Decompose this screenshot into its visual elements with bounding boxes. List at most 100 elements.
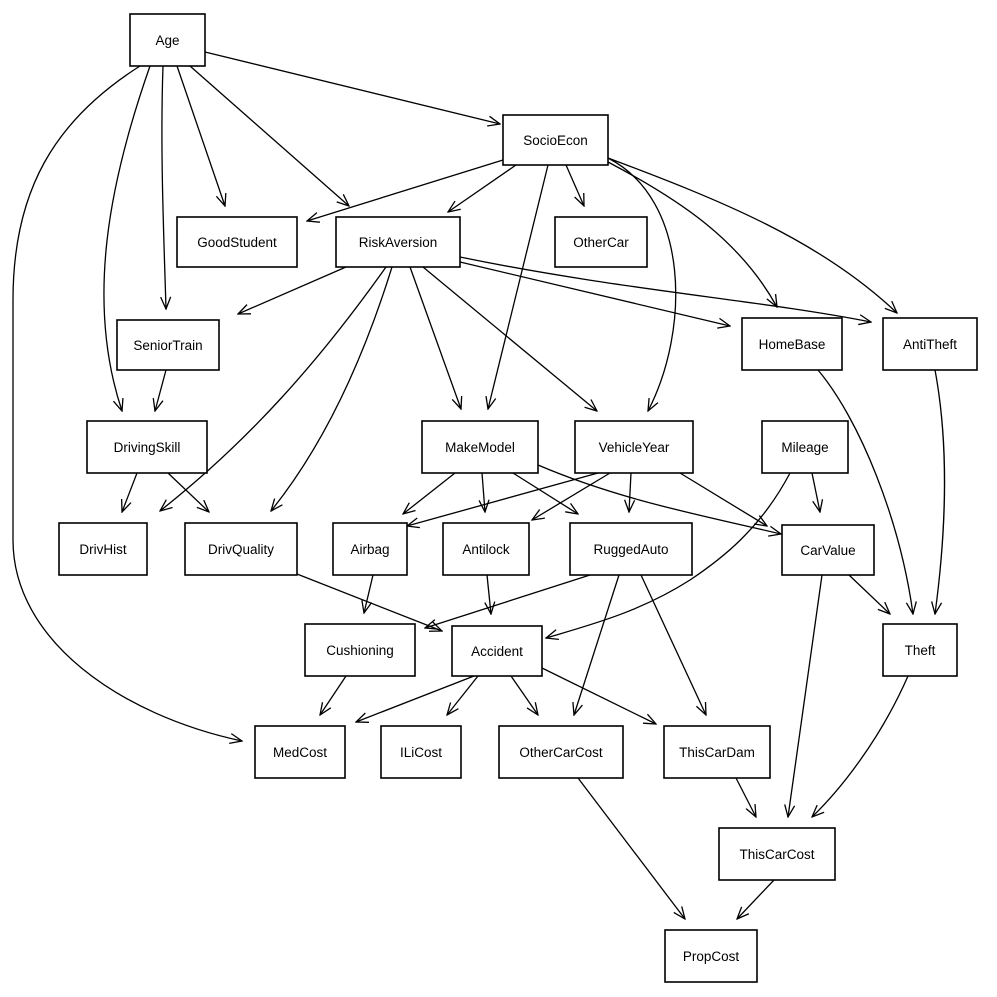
node-vehicleyear: VehicleYear [574, 420, 694, 474]
node-label: RiskAversion [359, 235, 438, 250]
node-label: Airbag [350, 542, 389, 557]
edge-age-to-medcost [12, 65, 242, 741]
edge-riskaversion-to-makemodel [409, 266, 461, 409]
node-label: RuggedAuto [593, 542, 668, 557]
edge-age-to-goodstudent [176, 65, 225, 206]
edge-theft-to-thiscarcost [812, 675, 909, 817]
node-box [442, 522, 530, 576]
node-label: SocioEcon [523, 133, 588, 148]
node-label: VehicleYear [599, 440, 670, 455]
edge-antilock-to-accident [487, 574, 491, 614]
node-label: OtherCarCost [519, 745, 603, 760]
node-box [569, 522, 693, 576]
edge-riskaversion-to-vehicleyear [422, 266, 597, 411]
edge-ruggedauto-to-othercarcost [574, 574, 620, 715]
edge-thiscarcost-to-propcost [737, 879, 775, 919]
node-drivquality: DrivQuality [184, 522, 298, 576]
node-label: Antilock [462, 542, 510, 557]
node-box [882, 317, 978, 371]
node-box [58, 522, 148, 576]
node-box [129, 13, 206, 67]
node-thiscardam: ThisCarDam [663, 725, 771, 779]
node-label: Mileage [781, 440, 828, 455]
node-box [451, 625, 543, 677]
node-box [380, 725, 462, 779]
node-box [554, 216, 648, 268]
node-box [86, 420, 208, 474]
node-box [741, 317, 843, 371]
node-label: HomeBase [759, 337, 826, 352]
edges-layer [12, 51, 946, 919]
edge-carvalue-to-thiscarcost [788, 574, 823, 817]
edge-carvalue-to-theft [848, 574, 890, 614]
edge-drivingskill-to-drivhist [122, 472, 138, 512]
edge-riskaversion-to-antitheft [459, 256, 871, 322]
node-label: Age [155, 33, 179, 48]
edge-makemodel-to-ruggedauto [512, 472, 578, 514]
node-label: Theft [905, 643, 936, 658]
edge-homebase-to-theft [817, 369, 913, 614]
node-box [332, 522, 408, 576]
node-riskaversion: RiskAversion [335, 216, 461, 268]
edge-drivquality-to-accident [296, 573, 442, 631]
node-label: MakeModel [445, 440, 515, 455]
edge-socioecon-to-homebase [607, 161, 777, 307]
node-label: ThisCarDam [679, 745, 755, 760]
edge-socioecon-to-antitheft [607, 157, 897, 313]
node-box [304, 623, 416, 677]
node-drivingskill: DrivingSkill [86, 420, 208, 474]
node-antilock: Antilock [442, 522, 530, 576]
node-age: Age [129, 13, 206, 67]
edge-riskaversion-to-drivquality [271, 266, 393, 511]
node-box [718, 827, 836, 881]
node-seniortrain: SeniorTrain [116, 319, 220, 371]
edge-accident-to-thiscardam [541, 667, 656, 724]
edge-vehicleyear-to-ruggedauto [629, 472, 631, 512]
node-label: SeniorTrain [133, 338, 202, 353]
node-goodstudent: GoodStudent [176, 216, 298, 268]
edge-mileage-to-accident [546, 472, 791, 638]
edge-drivingskill-to-drivquality [167, 472, 209, 512]
edge-riskaversion-to-homebase [459, 261, 730, 326]
node-label: ILiCost [400, 745, 442, 760]
edge-age-to-riskaversion [189, 65, 349, 206]
edge-accident-to-ilicost [447, 675, 479, 715]
node-label: DrivingSkill [114, 440, 181, 455]
node-theft: Theft [882, 623, 958, 677]
node-homebase: HomeBase [741, 317, 843, 371]
edge-socioecon-to-makemodel [488, 164, 549, 409]
edge-makemodel-to-carvalue [537, 464, 781, 534]
node-label: OtherCar [573, 235, 629, 250]
node-box [781, 524, 875, 576]
node-othercar: OtherCar [554, 216, 648, 268]
edge-vehicleyear-to-airbag [407, 472, 599, 526]
edge-accident-to-othercarcost [510, 675, 538, 715]
edge-makemodel-to-airbag [403, 472, 456, 514]
edge-riskaversion-to-drivhist [160, 266, 387, 511]
node-propcost: PropCost [664, 929, 758, 983]
node-box [116, 319, 220, 371]
node-box [574, 420, 694, 474]
edge-socioecon-to-othercar [565, 164, 584, 206]
node-label: MedCost [273, 745, 327, 760]
node-accident: Accident [451, 625, 543, 677]
edge-vehicleyear-to-antilock [532, 472, 611, 520]
edge-socioecon-to-goodstudent [307, 159, 504, 221]
node-label: DrivQuality [208, 542, 274, 557]
node-carvalue: CarValue [781, 524, 875, 576]
node-box [498, 725, 624, 779]
node-box [176, 216, 298, 268]
node-label: Accident [471, 644, 523, 659]
node-box [184, 522, 298, 576]
node-airbag: Airbag [332, 522, 408, 576]
edge-makemodel-to-antilock [482, 472, 485, 512]
edge-age-to-socioecon [204, 51, 500, 124]
node-drivhist: DrivHist [58, 522, 148, 576]
edge-antitheft-to-theft [935, 369, 946, 614]
edge-age-to-drivingskill [103, 65, 151, 411]
node-box [254, 725, 346, 779]
edge-thiscardam-to-thiscarcost [735, 777, 756, 817]
node-label: AntiTheft [903, 337, 957, 352]
node-mileage: Mileage [761, 420, 849, 474]
